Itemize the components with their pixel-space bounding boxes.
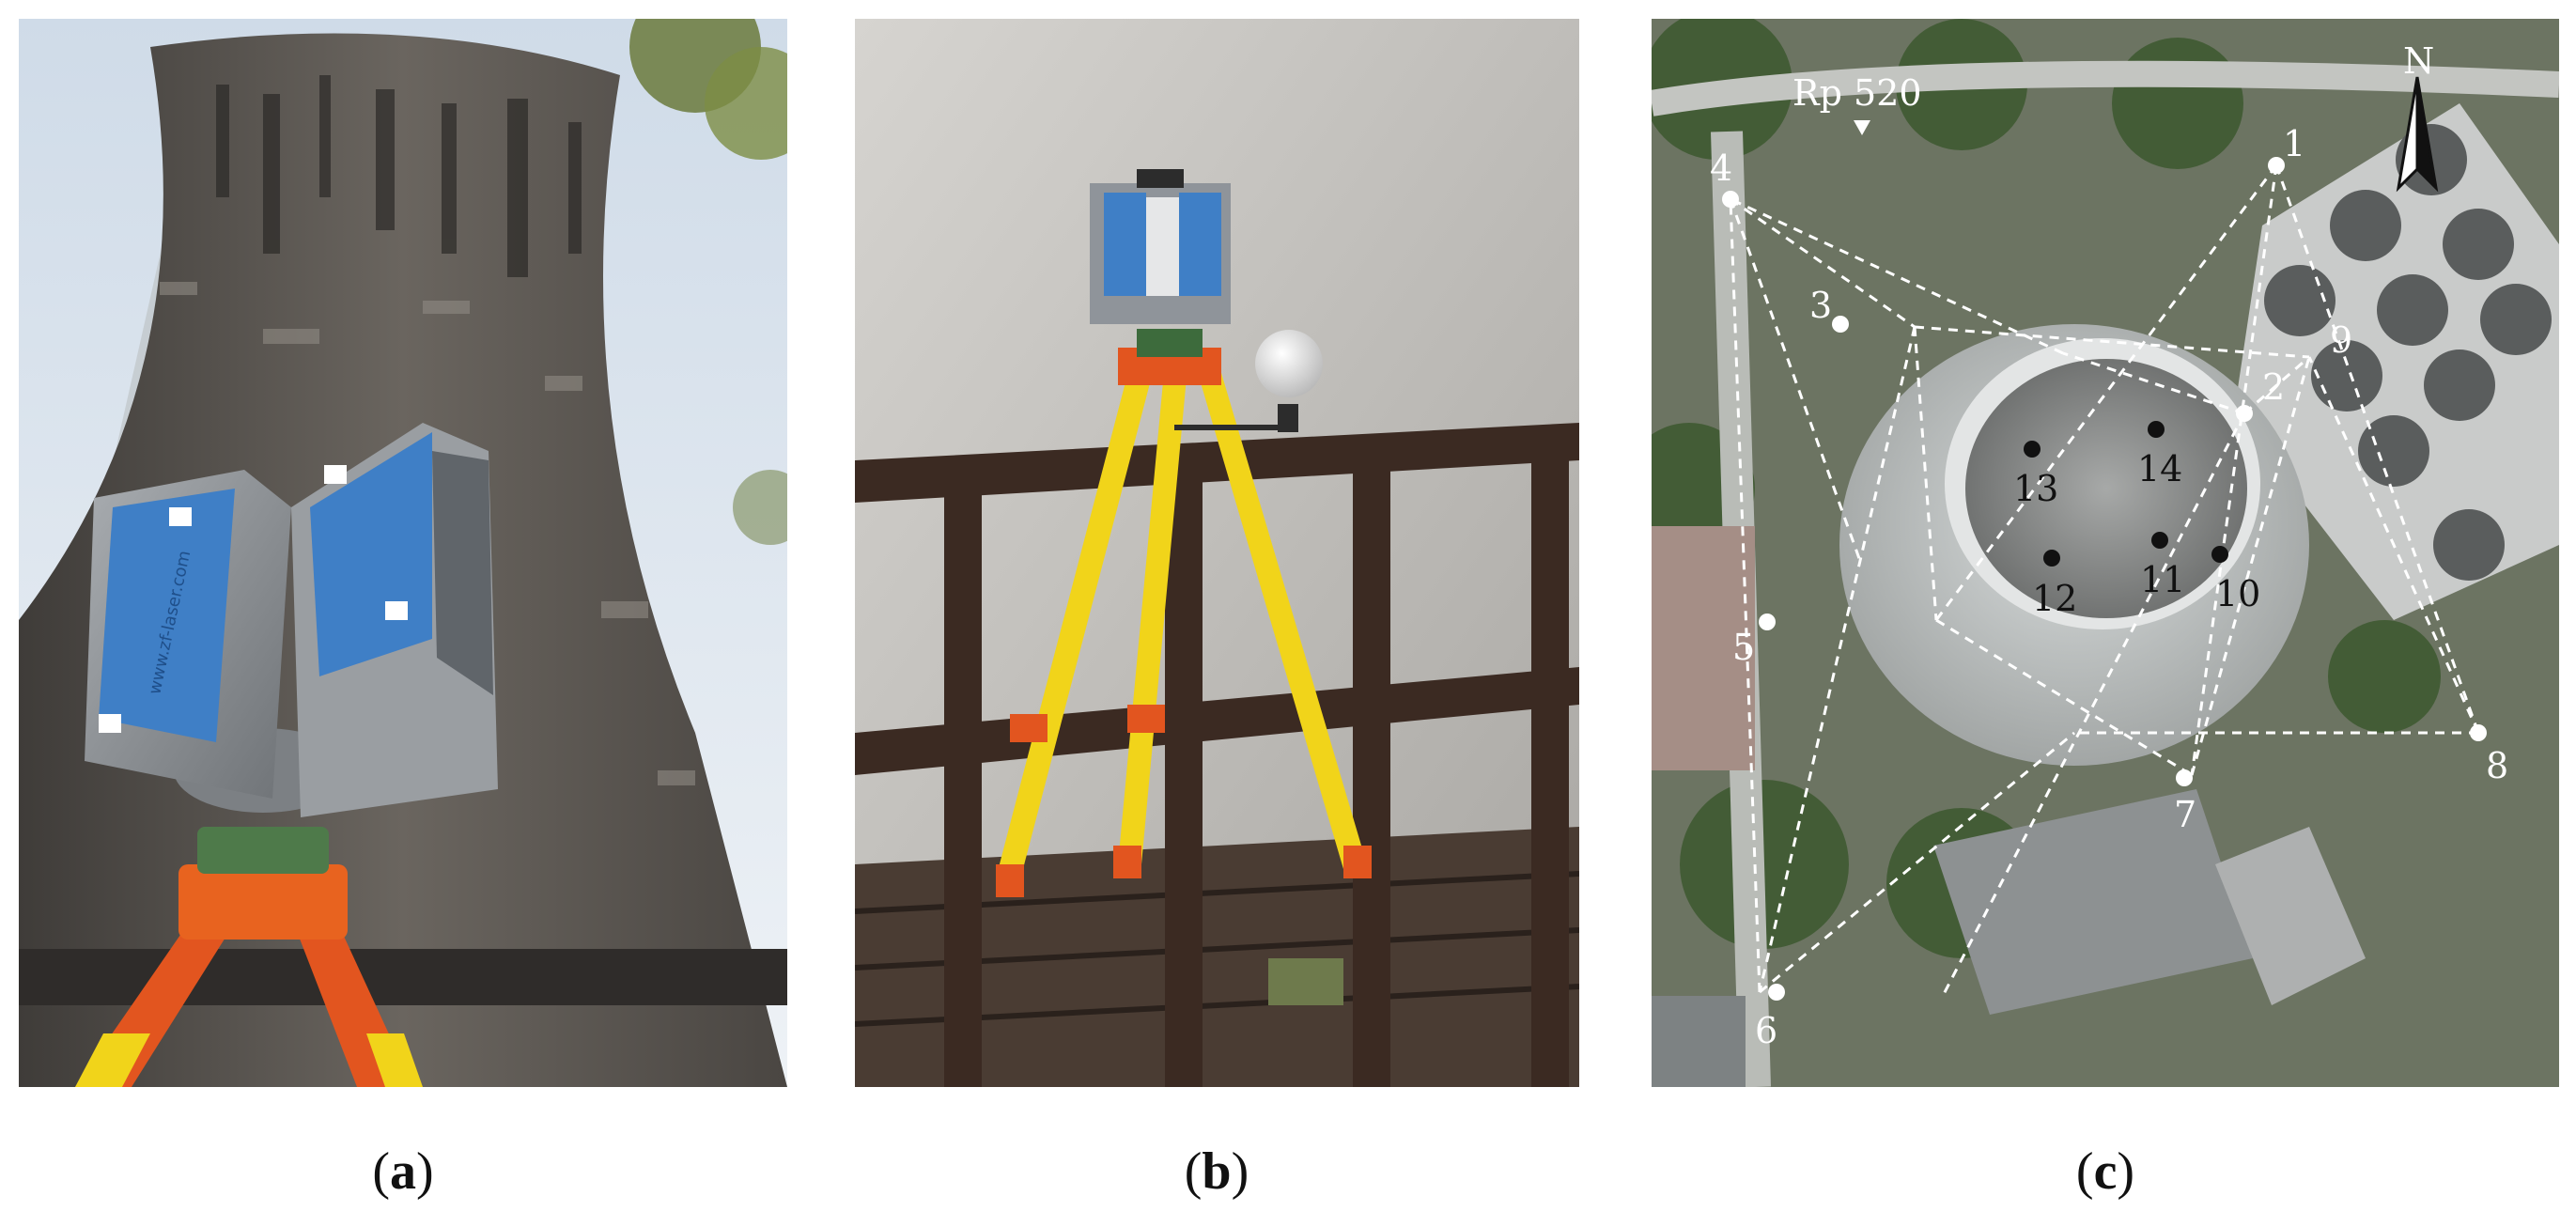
north-arrow-icon: N bbox=[2396, 40, 2439, 193]
benchmark-triangle-icon bbox=[1854, 120, 1870, 135]
station-label-3: 3 bbox=[1809, 285, 1832, 326]
caption-c: (c) bbox=[2075, 1142, 2135, 1201]
target-10-marker bbox=[2211, 546, 2228, 563]
benchmark-label: Rp 520 bbox=[1792, 72, 1922, 114]
scanner-under-tower-photo: www.zf-laser.com bbox=[19, 19, 787, 1087]
laser-scanner: www.zf-laser.com bbox=[85, 423, 498, 817]
station-6-marker bbox=[1768, 984, 1785, 1001]
cooling-tower-top bbox=[1839, 324, 2309, 766]
target-label-12: 12 bbox=[2032, 578, 2077, 619]
target-13-marker bbox=[2024, 441, 2041, 458]
station-label-7: 7 bbox=[2174, 794, 2196, 835]
target-12-marker bbox=[2043, 550, 2060, 567]
station-2-marker bbox=[2236, 405, 2253, 422]
caption-a-letter: a bbox=[390, 1142, 416, 1201]
caption-a: (a) bbox=[372, 1142, 434, 1201]
target-label-10: 10 bbox=[2215, 573, 2260, 614]
station-7-marker bbox=[2176, 769, 2193, 786]
platform-floor bbox=[855, 827, 1579, 1087]
station-label-8: 8 bbox=[2486, 745, 2508, 786]
station-label-1: 1 bbox=[2283, 123, 2305, 164]
station-8-marker bbox=[2470, 724, 2487, 741]
station-label-6: 6 bbox=[1755, 1010, 1777, 1051]
station-label-5: 5 bbox=[1732, 627, 1755, 668]
station-1-marker bbox=[2268, 157, 2285, 174]
benchmark: Rp 520 bbox=[1792, 72, 1922, 135]
target-label-13: 13 bbox=[2013, 468, 2058, 509]
aerial-station-map: 1 2 3 4 5 6 7 8 9 10 11 12 13 14 Rp 520 bbox=[1652, 19, 2559, 1087]
station-4-marker bbox=[1722, 191, 1739, 208]
laser-scanner bbox=[1090, 169, 1231, 324]
target-labels: 10 11 12 13 14 bbox=[2013, 448, 2260, 619]
crate bbox=[1268, 958, 1343, 1005]
caption-b-letter: b bbox=[1202, 1142, 1232, 1201]
pipe bbox=[19, 949, 787, 1005]
target-label-11: 11 bbox=[2140, 559, 2185, 600]
map-panel-c: 1 2 3 4 5 6 7 8 9 10 11 12 13 14 Rp 520 bbox=[1652, 19, 2559, 1087]
building-bottom bbox=[1933, 789, 2253, 1015]
station-network bbox=[1729, 164, 2480, 997]
station-3-marker bbox=[1832, 316, 1849, 333]
building-left bbox=[1652, 526, 1755, 770]
north-label: N bbox=[2403, 40, 2434, 82]
station-5-marker bbox=[1759, 614, 1776, 630]
station-label-4: 4 bbox=[1710, 148, 1732, 189]
station-points bbox=[1722, 157, 2487, 1001]
photo-panel-b bbox=[855, 19, 1579, 1087]
tripod bbox=[75, 827, 423, 1087]
target-label-14: 14 bbox=[2137, 448, 2182, 489]
caption-b: (b) bbox=[1184, 1142, 1249, 1201]
station-label-2: 2 bbox=[2262, 366, 2285, 408]
cooling-fan-block bbox=[2234, 103, 2559, 620]
target-11-marker bbox=[2151, 532, 2168, 549]
target-14-marker bbox=[2148, 421, 2165, 438]
caption-c-letter: c bbox=[2093, 1142, 2118, 1201]
station-label-9: 9 bbox=[2330, 319, 2352, 361]
sphere-target bbox=[1174, 330, 1323, 432]
station-labels: 1 2 3 4 5 6 7 8 9 bbox=[1710, 123, 2508, 1051]
photo-panel-a: www.zf-laser.com bbox=[19, 19, 787, 1087]
scanner-on-platform-photo bbox=[855, 19, 1579, 1087]
target-points bbox=[2024, 421, 2228, 567]
tripod bbox=[996, 329, 1372, 897]
